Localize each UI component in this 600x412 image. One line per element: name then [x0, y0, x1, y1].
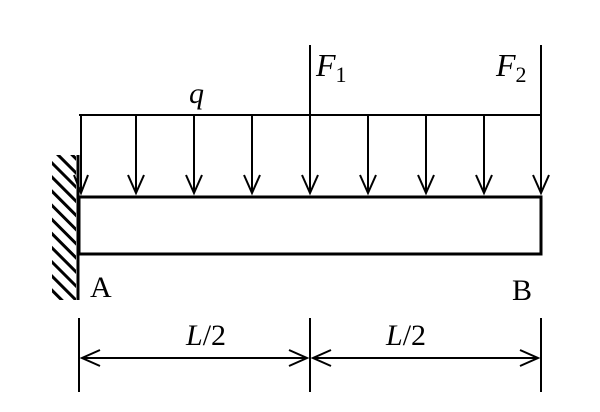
- load-arrow: [475, 115, 493, 196]
- label-f2: F2: [495, 47, 527, 87]
- dimension-arrow-left: [79, 349, 310, 367]
- load-arrow: [185, 115, 203, 196]
- label-dim-left-var: L: [185, 319, 203, 352]
- label-point-b: B: [512, 274, 532, 307]
- load-arrow: [73, 115, 89, 196]
- label-f1-subscript: 1: [336, 62, 347, 87]
- force1-arrow: [301, 45, 319, 196]
- label-dim-left-rest: /2: [203, 319, 226, 352]
- label-dim-right-var: L: [385, 319, 403, 352]
- fixed-support-hatch: [52, 155, 76, 300]
- load-arrow: [127, 115, 145, 196]
- label-f1: F1: [315, 47, 347, 87]
- label-f2-symbol: F: [495, 47, 516, 83]
- force2-arrow: [532, 45, 550, 196]
- label-dim-right-rest: /2: [403, 319, 426, 352]
- label-dim-left: L/2: [185, 319, 226, 352]
- label-f1-symbol: F: [315, 47, 336, 83]
- load-arrow: [359, 115, 377, 196]
- label-f2-subscript: 2: [516, 62, 527, 87]
- load-arrow: [243, 115, 261, 196]
- distributed-load-arrows: [73, 115, 493, 196]
- beam: [77, 195, 543, 256]
- label-point-a: A: [90, 271, 112, 304]
- load-arrow: [417, 115, 435, 196]
- label-dim-right: L/2: [385, 319, 426, 352]
- dimension-extension-lines: [78, 318, 542, 392]
- label-q: q: [189, 77, 204, 110]
- dimension-arrow-right: [310, 349, 541, 367]
